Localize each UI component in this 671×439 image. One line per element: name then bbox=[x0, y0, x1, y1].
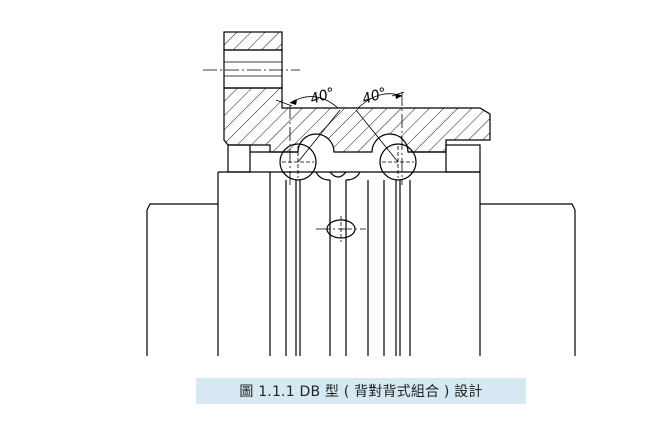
housing-section bbox=[223, 87, 491, 153]
angle-left-label: 40° bbox=[308, 85, 337, 108]
top-flange-part bbox=[203, 31, 300, 89]
angle-right-label: 40° bbox=[360, 85, 389, 108]
shaft-right bbox=[480, 203, 576, 356]
shaft-left bbox=[146, 203, 218, 356]
db-bearing-cross-section-drawing: 40° 40° bbox=[146, 31, 576, 356]
spacer-hole bbox=[316, 216, 366, 242]
outer-ring-steps bbox=[227, 144, 481, 173]
inner-ring-body bbox=[217, 171, 481, 356]
figure-caption: 圖 1.1.1 DB 型 ( 背對背式組合 ) 設計 bbox=[196, 378, 526, 404]
